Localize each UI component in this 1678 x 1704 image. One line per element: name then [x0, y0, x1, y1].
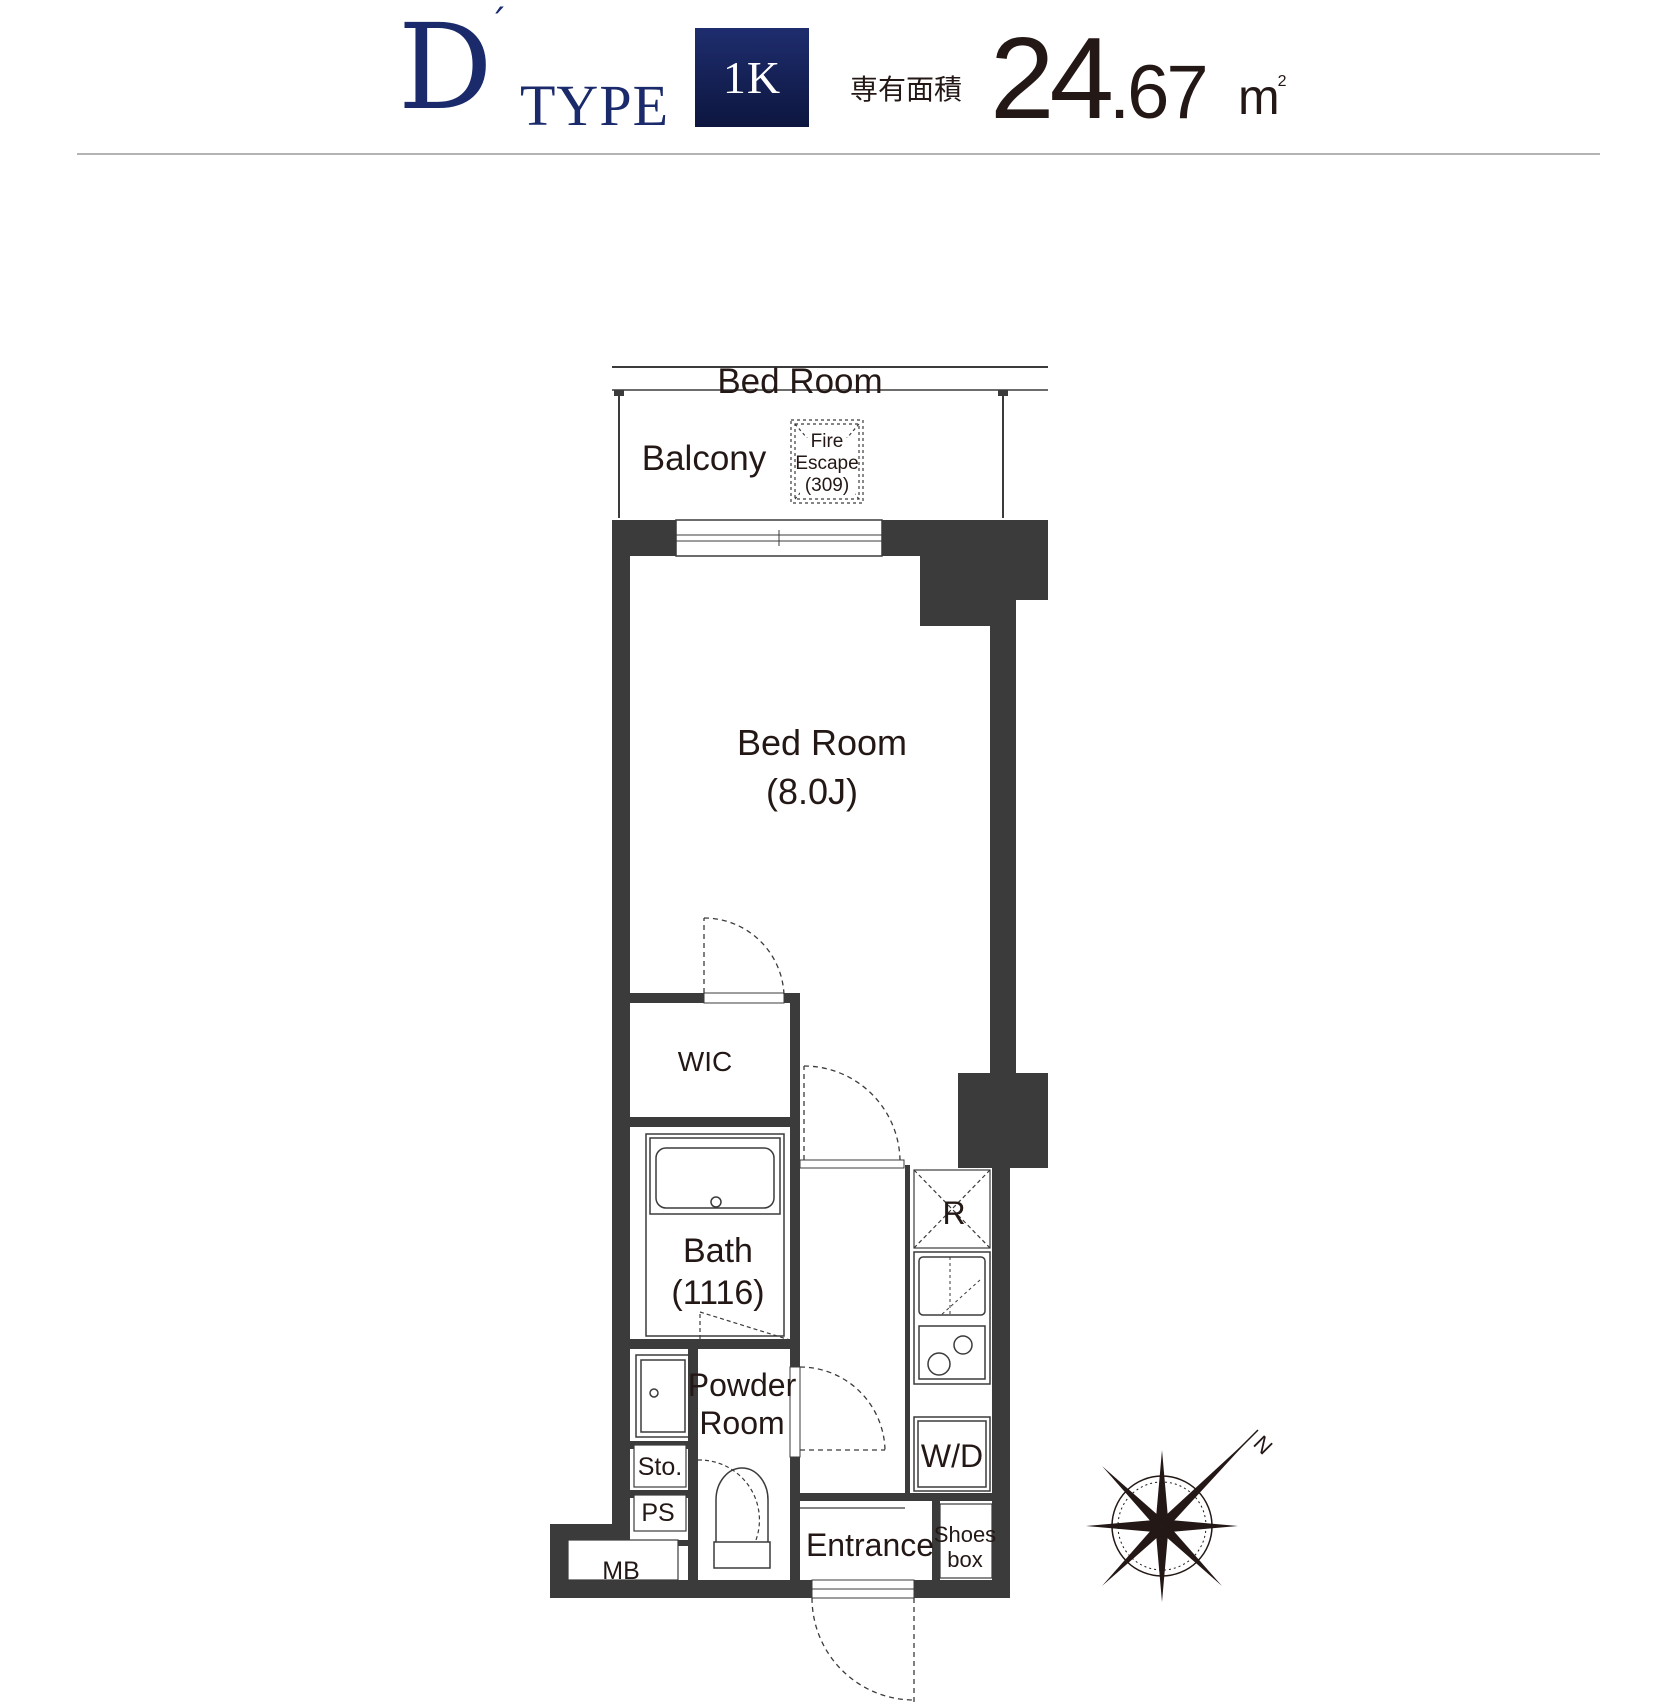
- compass-rose-icon: [1086, 1429, 1259, 1602]
- shoes-box-label-2: box: [947, 1547, 982, 1572]
- shoes-box: [939, 1503, 993, 1579]
- entrance-door: [811, 1579, 915, 1702]
- fire-escape-label-3: (309): [805, 475, 849, 496]
- powder-room-door: [789, 1366, 886, 1458]
- area-unit-m: m: [1238, 69, 1280, 125]
- balcony-label: Balcony: [642, 439, 767, 478]
- type-letter: D: [398, 0, 493, 136]
- bath-label: Bath: [683, 1232, 753, 1270]
- area-unit: m2: [1238, 68, 1287, 126]
- fire-escape-label-1: Fire: [811, 431, 844, 452]
- wc-door: [697, 1459, 761, 1541]
- bedroom-top-label: Bed Room: [717, 362, 882, 401]
- fire-escape-label-bg: [800, 438, 855, 498]
- washer-space: [913, 1416, 991, 1492]
- fire-escape-label-2: Escape: [795, 453, 858, 474]
- plan-badge: 1K: [695, 28, 809, 127]
- type-word: TYPE: [520, 73, 669, 138]
- fridge-label: R: [942, 1195, 965, 1231]
- mb-label: MB: [602, 1557, 640, 1585]
- fridge-space: [913, 1169, 991, 1249]
- bath-size-label: (1116): [671, 1274, 764, 1312]
- bathtub: [645, 1133, 785, 1337]
- kitchen-sink: [913, 1251, 991, 1385]
- area-int: 24: [990, 13, 1114, 143]
- area-dec: .67: [1109, 50, 1209, 135]
- walls: [550, 520, 1048, 1598]
- powder-room-label-2: Room: [699, 1405, 784, 1441]
- washer-label: W/D: [921, 1438, 983, 1474]
- page-header: D ´ TYPE 1K 専有面積 24.67 m2: [0, 0, 1678, 160]
- wic-label: WIC: [678, 1046, 732, 1077]
- entrance-label: Entrance: [806, 1527, 934, 1563]
- powder-room-label-1: Powder: [688, 1367, 797, 1403]
- toilet: [713, 1467, 771, 1569]
- sto-label: Sto.: [638, 1453, 682, 1481]
- area-value: 24.67: [990, 20, 1209, 136]
- sto-ps-mb-closets: [567, 1444, 687, 1581]
- powder-sink: [635, 1354, 691, 1438]
- kitchen-door: [799, 1065, 905, 1169]
- bedroom-door: [703, 917, 785, 1004]
- shoes-box-label-1: Shoes: [934, 1522, 996, 1547]
- balcony-area: [612, 366, 1048, 518]
- area-label: 専有面積: [850, 73, 963, 106]
- ps-label: PS: [641, 1499, 674, 1527]
- balcony-window: [675, 519, 883, 557]
- area-unit-sup: 2: [1277, 73, 1287, 90]
- bedroom-label: Bed Room: [737, 722, 907, 763]
- header-rule: [77, 153, 1600, 155]
- bedroom-size-label: (8.0J): [766, 771, 858, 812]
- plan-badge-text: 1K: [722, 52, 782, 103]
- type-prime: ´: [488, 2, 507, 46]
